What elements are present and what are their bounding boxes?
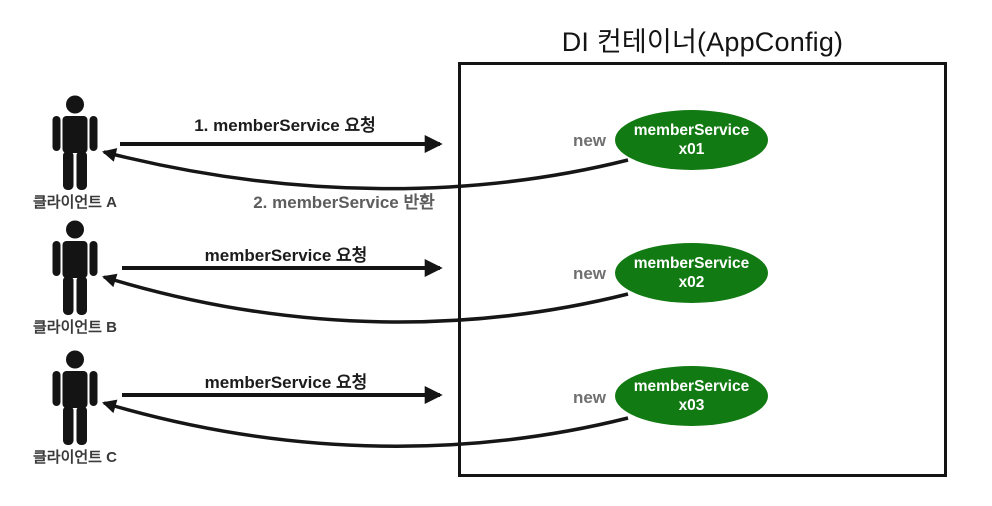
return-curve-1: [101, 148, 629, 191]
person-icon-client-b: [52, 220, 98, 315]
bean-ellipse-memberservice-x01: memberService x01: [615, 110, 768, 170]
person-icon-client-a: [52, 95, 98, 190]
bean-name: memberService: [633, 255, 750, 272]
client-label-a: 클라이언트 A: [32, 194, 117, 211]
bean-name: memberService: [633, 378, 750, 395]
client-label-c: 클라이언트 C: [32, 449, 117, 466]
bean-instance-id: x03: [678, 397, 705, 414]
bean-ellipse-memberservice-x03: memberService x03: [615, 366, 768, 426]
return-curve-2: [101, 273, 629, 324]
new-label-2: new: [572, 264, 606, 283]
bean-instance-id: x01: [678, 141, 705, 158]
new-label-3: new: [572, 388, 606, 407]
return-label-1: 2. memberService 반환: [253, 193, 435, 212]
bean-name: memberService: [633, 122, 750, 139]
new-label-1: new: [572, 131, 606, 150]
bean-instance-id: x02: [678, 274, 705, 291]
request-label-2: memberService 요청: [204, 246, 368, 265]
request-label-3: memberService 요청: [204, 373, 368, 392]
di-container-box: [458, 62, 947, 477]
person-icon-client-c: [52, 350, 98, 445]
di-container-title: DI 컨테이너(AppConfig): [561, 27, 844, 57]
bean-ellipse-memberservice-x02: memberService x02: [615, 243, 768, 303]
request-label-1: 1. memberService 요청: [194, 116, 376, 135]
return-curve-3: [101, 399, 629, 448]
client-label-b: 클라이언트 B: [32, 319, 117, 336]
